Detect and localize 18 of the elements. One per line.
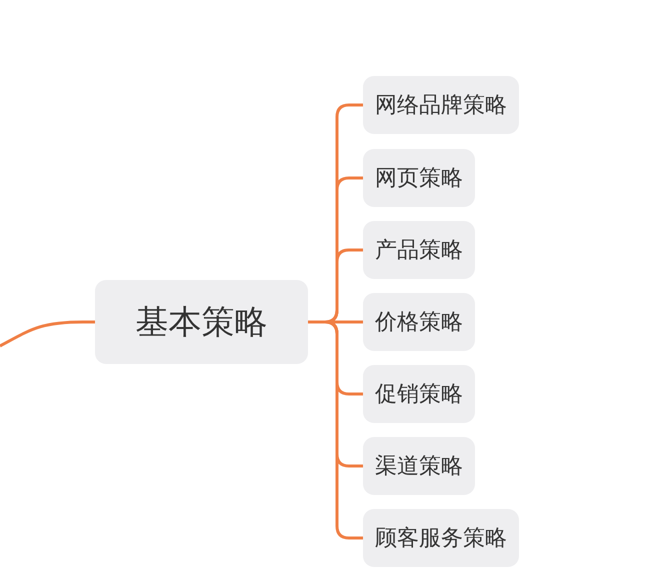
branch-connector [0,320,95,348]
branch-topic-box [363,437,475,495]
branch-topic-box [363,76,519,134]
branch-topic-box [363,365,475,423]
topic-label: 网页策略 [375,165,463,193]
central-topic-box [95,280,308,364]
topic-label: 渠道策略 [375,453,463,481]
branch-topic-box [363,221,475,279]
branch-topic-box [363,149,475,207]
topic-label: 顾客服务策略 [375,525,507,553]
topic-label: 促销策略 [375,381,463,409]
topic-label: 产品策略 [375,237,463,265]
topic-label: 网络品牌策略 [375,92,507,120]
topic-label: 基本策略 [136,300,268,342]
branch-connector [308,320,363,540]
branch-topic-box [363,509,519,567]
topic-label: 价格策略 [375,309,463,337]
branch-topic-box [363,293,475,351]
